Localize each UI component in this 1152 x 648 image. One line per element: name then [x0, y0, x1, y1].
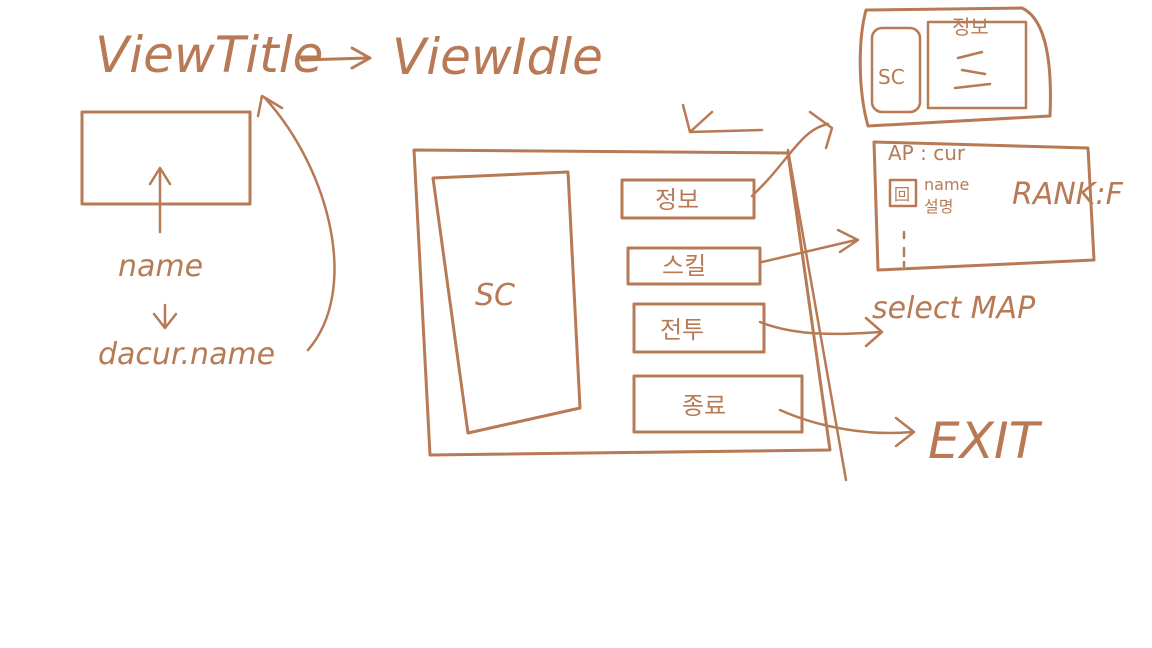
arrow-exit [778, 408, 916, 448]
curve-arrow-to-title [256, 94, 336, 352]
main-panel-pointer [681, 103, 764, 134]
button-battle-label: 전투 [660, 316, 704, 344]
skill-line1: name [924, 175, 969, 194]
skill-line2: 설명 [924, 197, 953, 216]
dacur-name-label: dacur.name [98, 337, 275, 372]
arrow-battle [758, 316, 884, 348]
title-to: ViewIdle [392, 28, 603, 86]
skill-rank: RANK:F [1012, 177, 1124, 212]
button-exit[interactable] [632, 374, 804, 434]
button-exit-label: 종료 [682, 392, 726, 420]
skill-panel-frame [872, 140, 1096, 272]
arrow-skill [760, 228, 860, 264]
info-panel-right [926, 20, 1028, 110]
left-box [80, 110, 252, 206]
down-arrow-name [152, 303, 178, 330]
info-panel-left-label: SC [878, 65, 905, 89]
arrow-info [750, 110, 834, 198]
sc-panel-frame [431, 170, 582, 435]
name-label: name [118, 249, 203, 284]
title-arrow [300, 46, 372, 70]
button-battle[interactable] [632, 302, 766, 354]
title-from: ViewTitle [95, 26, 323, 84]
info-panel-left [870, 26, 922, 114]
skill-panel-header: AP : cur [888, 141, 966, 165]
info-panel-frame [858, 6, 1052, 128]
button-info[interactable] [620, 178, 756, 220]
up-arrow-name [148, 166, 172, 234]
exit-target: EXIT [928, 412, 1043, 470]
skill-icon: 回 [894, 185, 910, 204]
main-panel-frame [412, 148, 832, 457]
battle-target: select MAP [872, 291, 1036, 326]
info-panel-right-label: 정보 [952, 15, 989, 39]
button-skill-label: 스킬 [662, 252, 706, 280]
button-info-label: 정보 [655, 186, 699, 214]
button-skill[interactable] [626, 246, 762, 286]
skill-icon-box [888, 178, 918, 208]
info-panel-scribble [953, 50, 992, 90]
main-panel-label: SC [475, 278, 515, 313]
main-panel-divider [786, 148, 848, 482]
